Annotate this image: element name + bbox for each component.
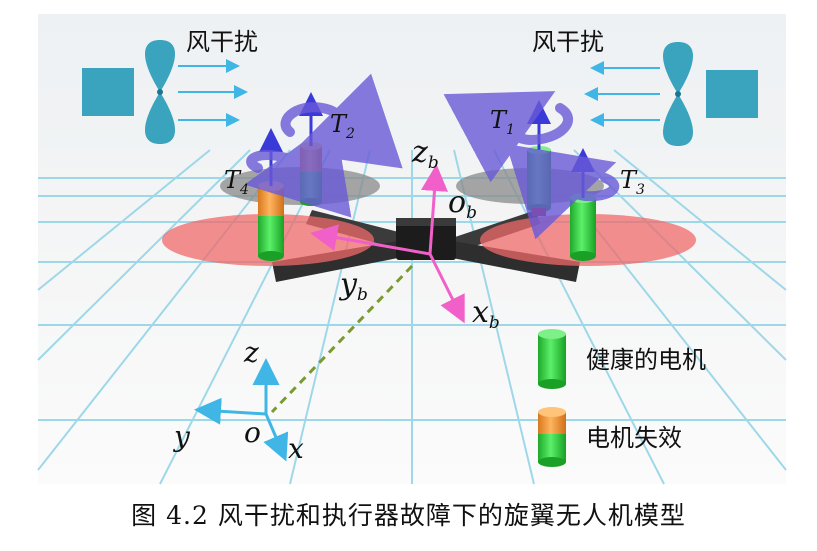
legend-failed-swatch: [538, 407, 566, 467]
position-vector: [270, 264, 414, 414]
y-label: y: [172, 420, 191, 453]
legend-healthy-swatch: [538, 329, 566, 389]
fan-left: [82, 40, 248, 144]
yb-label: yb: [338, 267, 368, 305]
wind-label-left: 风干扰: [186, 28, 258, 56]
legend-healthy-label: 健康的电机: [586, 346, 706, 374]
wind-label-right: 风干扰: [532, 28, 604, 56]
legend-failed-label: 电机失效: [586, 424, 682, 452]
t3-label: T3: [620, 166, 645, 198]
diagram-canvas: 风干扰 风干扰: [37, 14, 787, 485]
figure-caption: 图 4.2 风干扰和执行器故障下的旋翼无人机模型: [131, 501, 686, 530]
t2-label: T2: [330, 110, 355, 142]
zb-label: zb: [411, 135, 439, 173]
floor-grid: [37, 149, 787, 485]
ob-label: ob: [448, 185, 477, 223]
x-label: x: [288, 432, 304, 465]
motor-2-failed: [300, 142, 322, 206]
legend: 健康的电机 电机失效: [538, 329, 706, 467]
z-label: z: [243, 336, 259, 369]
fan-right: [584, 42, 758, 146]
o-label: o: [244, 416, 261, 449]
motor-1-healthy: [527, 146, 551, 216]
body-frame-axes: [310, 164, 465, 324]
rotation-arrows: [244, 73, 620, 240]
xb-label: xb: [472, 295, 500, 333]
inertial-frame-axes: [194, 358, 289, 462]
t1-label: T1: [490, 106, 515, 138]
motor-4-failed: [258, 181, 284, 261]
motor-3-healthy: [570, 193, 596, 261]
t4-label: T4: [224, 166, 249, 198]
